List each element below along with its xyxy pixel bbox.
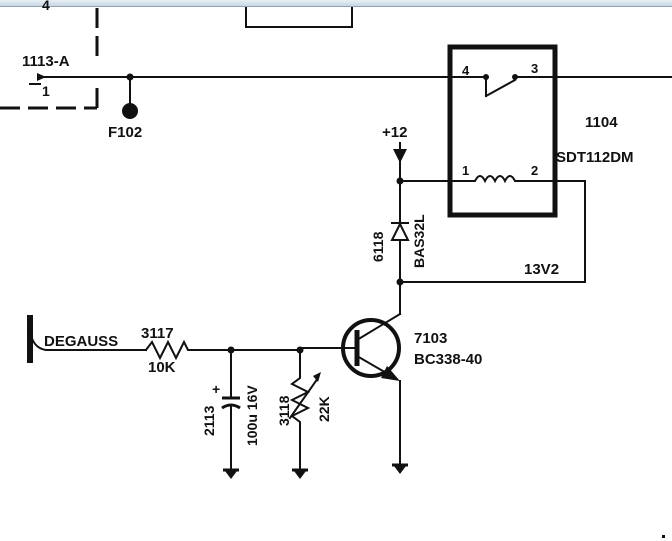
resistor-3117 (144, 339, 301, 361)
relay-pin-3-label: 3 (531, 61, 538, 76)
net-13v2-label: 13V2 (524, 261, 559, 278)
resistor-3118 (288, 349, 321, 471)
window-title-bar (0, 0, 672, 7)
top-component-outline (245, 7, 353, 28)
relay-pin-4-label: 4 (462, 63, 470, 78)
connector-pin-label: 1 (42, 83, 50, 99)
resistor-3118-ref-label: 3118 (276, 395, 292, 426)
diode-type-label: BAS32L (411, 214, 427, 268)
degauss-input-terminal (27, 315, 147, 363)
main-net-wire (29, 73, 487, 85)
ground-icon (392, 463, 408, 474)
scan-speck (662, 535, 665, 538)
relay-ref-label: 1104 (585, 114, 618, 131)
connector-1113-a-frame (0, 8, 99, 110)
relay-type-label: SDT112DM (556, 149, 634, 166)
relay-pin-2-label: 2 (531, 163, 538, 178)
capacitor-ref-label: 2113 (201, 405, 217, 436)
connector-top-pin-label: 4 (42, 0, 50, 13)
ground-icon (223, 468, 239, 479)
capacitor-value-label: 100u 16V (244, 385, 260, 446)
capacitor-plus-label: + (212, 381, 220, 397)
relay-contact-switch (483, 74, 672, 98)
test-point-f102 (122, 76, 138, 119)
ground-icon (292, 468, 308, 479)
degauss-label: DEGAUSS (44, 333, 118, 350)
resistor-3117-value-label: 10K (148, 359, 176, 376)
supply-label: +12 (382, 124, 407, 141)
transistor-7103 (299, 281, 402, 466)
relay-1104-box (447, 44, 558, 218)
diode-6118 (390, 180, 410, 283)
transistor-type-label: BC338-40 (414, 351, 482, 368)
net-13v2-wire (399, 180, 586, 283)
resistor-3117-ref-label: 3117 (141, 325, 174, 342)
relay-coil (399, 175, 586, 184)
resistor-3118-value-label: 22K (316, 396, 332, 422)
capacitor-2113 (221, 349, 241, 471)
relay-pin-1-label: 1 (462, 163, 469, 178)
test-point-label: F102 (108, 124, 142, 141)
diode-ref-label: 6118 (370, 231, 386, 262)
transistor-ref-label: 7103 (414, 330, 447, 347)
supply-arrow-icon (393, 142, 407, 182)
connector-ref-label: 1113-A (22, 53, 70, 70)
